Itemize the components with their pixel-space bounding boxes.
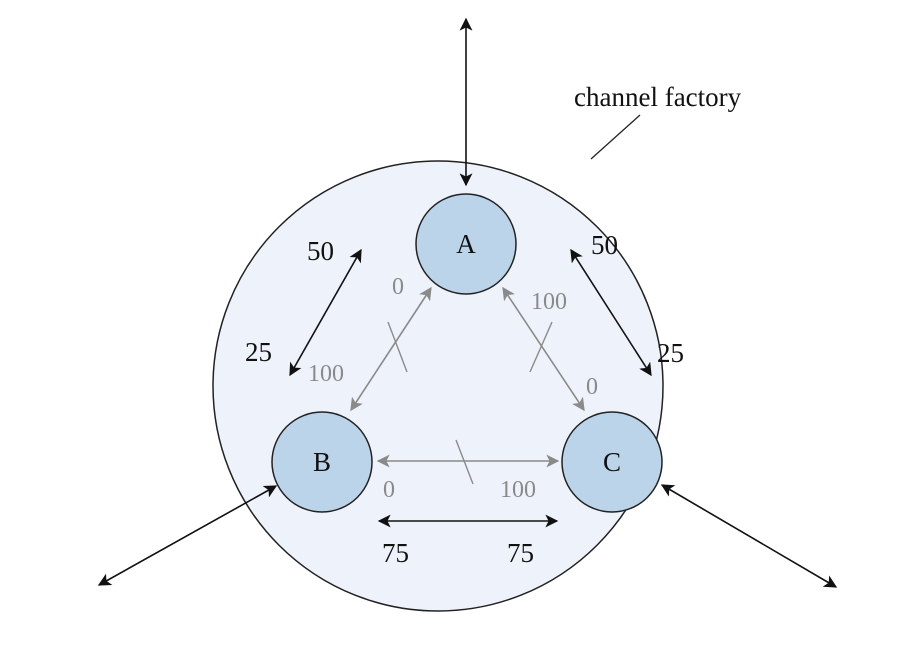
node-C: C [561, 411, 663, 513]
black-BC-at-B: 75 [382, 538, 409, 568]
node-B-label: B [313, 447, 331, 477]
gray-AB-at-A: 0 [392, 274, 404, 300]
external-arrow-B [97, 485, 278, 586]
cross-AB [387, 321, 408, 373]
cross-BC [455, 439, 474, 485]
black-BC-at-C: 75 [507, 538, 534, 568]
black-AC-at-C: 25 [657, 338, 684, 368]
node-C-label: C [603, 447, 621, 477]
factory-label: channel factory [574, 82, 742, 112]
black-AB-at-B: 25 [245, 337, 272, 367]
channel-AC-black [570, 248, 652, 377]
channel-AB-black [289, 248, 362, 377]
gray-AB-at-B: 100 [308, 361, 344, 387]
factory-leader-line [590, 114, 641, 160]
node-A-label: A [456, 229, 476, 259]
channel-AC-gray [502, 286, 585, 412]
gray-BC-at-C: 100 [500, 477, 536, 503]
node-A: A [415, 193, 517, 295]
gray-BC-at-B: 0 [383, 477, 395, 503]
external-arrow-C [660, 484, 838, 588]
black-AC-at-A: 50 [591, 230, 618, 260]
channel-AB-gray [350, 286, 432, 412]
node-B: B [271, 411, 373, 513]
black-AB-at-A: 50 [307, 236, 334, 266]
gray-AC-at-C: 0 [586, 374, 598, 400]
gray-AC-at-A: 100 [531, 289, 567, 315]
cross-AC [529, 321, 553, 373]
